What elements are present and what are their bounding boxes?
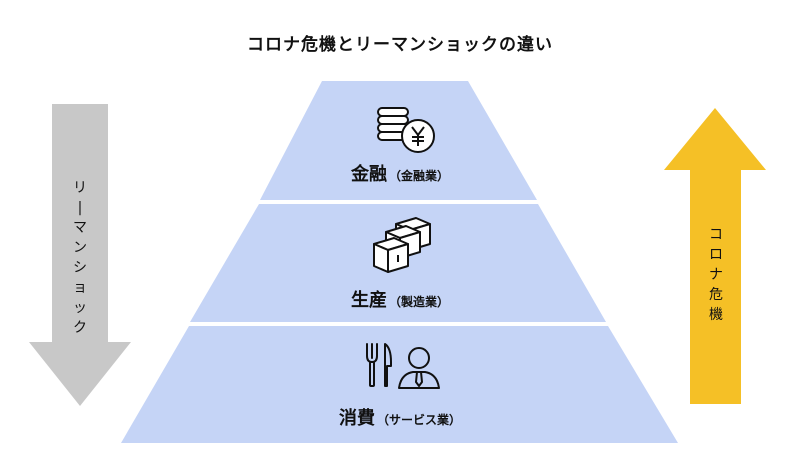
vertical-label-char: コ: [709, 227, 723, 243]
left-arrow-label: リ | マンショック: [70, 178, 90, 338]
tier-label-consumption: 消費（サービス業）: [0, 404, 800, 430]
tier-main-label: 金融: [350, 164, 387, 185]
yen-coins-icon: [377, 107, 435, 153]
vertical-label-char: ッ: [73, 300, 87, 316]
tier-sub-label: （製造業）: [388, 295, 449, 309]
tier-sub-label: （金融業）: [388, 169, 449, 183]
vertical-label-char: マ: [73, 220, 87, 236]
vertical-label-char: ナ: [709, 267, 723, 283]
diagram-title: コロナ危機とリーマンショックの違い: [247, 35, 553, 55]
right-arrow-label: コロナ危機: [706, 225, 726, 325]
tier-main-label: 生産: [350, 290, 387, 311]
vertical-label-char: 機: [709, 307, 723, 323]
diner-icon: [366, 343, 440, 389]
tier-sub-label: （サービス業）: [376, 413, 461, 427]
vertical-label-char: ョ: [73, 280, 87, 296]
vertical-label-char: ク: [73, 320, 87, 336]
boxes-icon: [373, 217, 431, 273]
vertical-label-char: |: [77, 200, 83, 216]
vertical-label-char: ロ: [709, 247, 723, 263]
vertical-label-char: リ: [73, 180, 87, 196]
vertical-label-char: 危: [709, 287, 723, 303]
tier-main-label: 消費: [338, 408, 375, 429]
tier-label-finance: 金融（金融業）: [0, 160, 800, 186]
vertical-label-char: ン: [73, 240, 87, 256]
tier-label-production: 生産（製造業）: [0, 286, 800, 312]
vertical-label-char: シ: [73, 260, 87, 276]
